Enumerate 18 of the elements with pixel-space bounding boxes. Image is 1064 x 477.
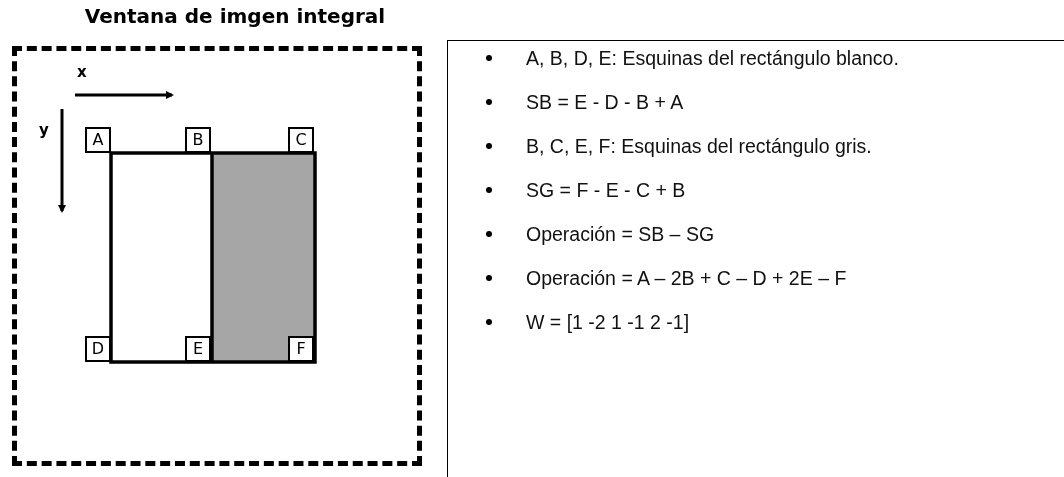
bullet-text: SB = E - D - B + A [526,90,685,115]
corner-label: D [85,336,111,362]
axis-label: x [77,63,87,81]
bullet-text: W = [1 -2 1 -1 2 -1] [526,310,691,335]
corner-label: C [288,127,314,153]
text-panel [447,40,1064,477]
corner-label: E [185,336,211,362]
corner-label: A [85,127,111,153]
axis-label: y [39,121,49,139]
bullet-text: Operación = A – 2B + C – D + 2E – F [526,266,848,291]
bullet-text: Operación = SB – SG [526,222,716,247]
window-title: Ventana de imgen integral [83,4,387,28]
bullet-text: B, C, E, F: Esquinas del rectángulo gris. [526,134,873,159]
integral-image-window [12,46,422,466]
corner-label: F [288,336,314,362]
corner-label: B [185,127,211,153]
bullet-text: A, B, D, E: Esquinas del rectángulo blanco. [526,46,900,71]
bullet-text: SG = F - E - C + B [526,178,687,203]
